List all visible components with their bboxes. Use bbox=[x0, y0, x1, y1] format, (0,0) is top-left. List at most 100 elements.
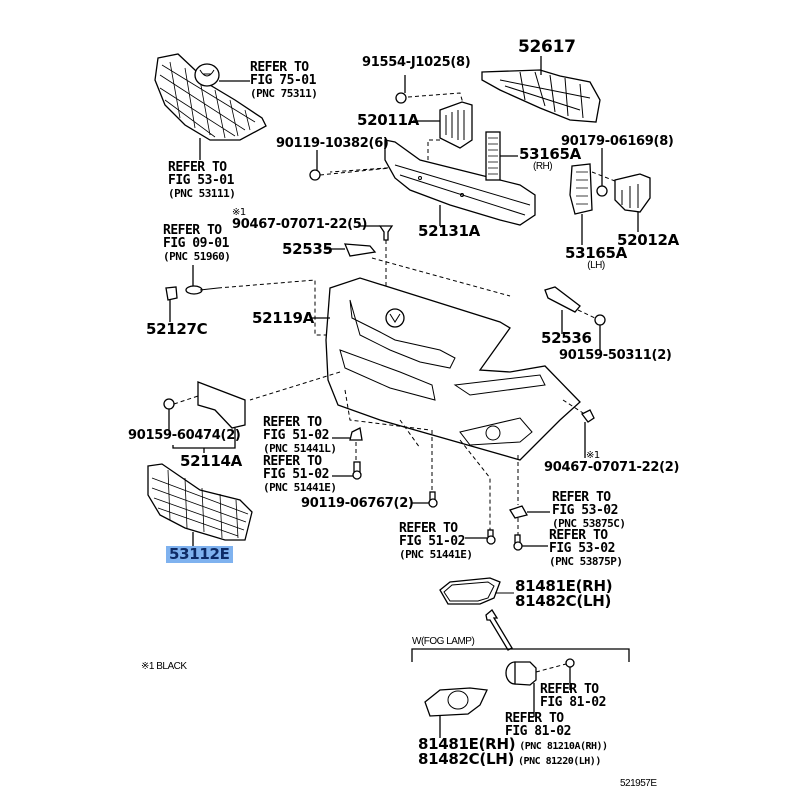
bolt-51441e-b-drawing bbox=[465, 529, 496, 545]
bracket-52011a-drawing bbox=[329, 75, 473, 173]
ref-line-1: REFER TO bbox=[263, 415, 322, 430]
upper-grille-reference: REFER TO FIG 53-01 (PNC 53111) bbox=[168, 160, 236, 200]
ref-line-2: FIG 81-02 bbox=[505, 724, 571, 739]
part-number: 90467-07071-22(5) bbox=[232, 217, 368, 232]
upper-grille-drawing bbox=[154, 53, 267, 160]
clip-53875c-reference: REFER TO FIG 53-02 (PNC 53875C) bbox=[552, 490, 626, 530]
ref-pnc: (PNC 53875P) bbox=[549, 555, 623, 568]
clip-90467-2-drawing bbox=[562, 399, 595, 458]
retainer-52535-drawing bbox=[324, 243, 511, 297]
part-label-52012a[interactable]: 52012A bbox=[617, 231, 679, 249]
part-number-rh: 81481E(RH) bbox=[515, 577, 613, 595]
ref-line-1: REFER TO bbox=[540, 682, 599, 697]
fog-bulb-reference: REFER TO FIG 81-02 bbox=[540, 683, 606, 709]
ref-pnc: (PNC 53875C) bbox=[552, 517, 626, 530]
part-label-90467-5[interactable]: ※1 90467-07071-22(5) bbox=[232, 207, 368, 232]
bolt-51441e-b-reference: REFER TO FIG 51-02 (PNC 51441E) bbox=[399, 521, 473, 561]
part-number: 53165A bbox=[519, 145, 581, 163]
ref-line-1: REFER TO bbox=[163, 223, 222, 238]
part-number-lh: 81482C(LH) bbox=[515, 592, 612, 610]
bracket-52536-drawing bbox=[544, 286, 606, 352]
emblem-reference: REFER TO FIG 75-01 (PNC 75311) bbox=[250, 60, 318, 100]
ref-line-1: REFER TO bbox=[399, 521, 458, 536]
part-label-90119-06767[interactable]: 90119-06767(2) bbox=[301, 496, 414, 511]
ref-pnc: (PNC 75311) bbox=[250, 87, 318, 100]
bolt-90119-06767-drawing bbox=[412, 491, 438, 508]
ref-pnc: (PNC 51441E) bbox=[399, 548, 473, 561]
bracket-52012a-drawing bbox=[614, 173, 651, 232]
fog-cover-lower-drawing bbox=[424, 687, 488, 738]
part-number-rh: 81481E(RH) bbox=[418, 735, 516, 753]
ref-line-1: REFER TO bbox=[168, 160, 227, 175]
ref-line-2: FIG 53-02 bbox=[549, 541, 615, 556]
part-label-91554-j1025[interactable]: 91554-J1025(8) bbox=[362, 55, 471, 70]
clip-51441l-reference: REFER TO FIG 51-02 (PNC 51441L) bbox=[263, 415, 337, 455]
ref-line-2: FIG 75-01 bbox=[250, 73, 316, 88]
bolt-53875p-drawing bbox=[513, 534, 548, 551]
part-label-52535[interactable]: 52535 bbox=[282, 240, 333, 258]
part-number: 53165A bbox=[565, 244, 627, 262]
bolt-51441e-reference: REFER TO FIG 51-02 (PNC 51441E) bbox=[263, 454, 337, 494]
wire-52127c-drawing bbox=[165, 265, 335, 336]
part-label-52617[interactable]: 52617 bbox=[518, 37, 576, 57]
fog-lamp-group-label: W(FOG LAMP) bbox=[412, 636, 475, 647]
ref-line-1: REFER TO bbox=[263, 454, 322, 469]
bolt-51441e-a-drawing bbox=[332, 461, 362, 480]
ref-pnc: (PNC 51960) bbox=[163, 250, 231, 263]
part-label-90179-06169[interactable]: 90179-06169(8) bbox=[561, 134, 674, 149]
part-label-52119a[interactable]: 52119A bbox=[252, 309, 314, 327]
fog-cover-upper-drawing bbox=[439, 577, 514, 651]
note-mark: ※1 bbox=[232, 207, 246, 218]
part-label-53165a-lh[interactable]: 53165A (LH) bbox=[565, 246, 627, 271]
ref-line-2: FIG 51-02 bbox=[399, 534, 465, 549]
bracket-53165a-rh-drawing bbox=[485, 131, 518, 181]
fog-lamp-drawing bbox=[505, 658, 575, 717]
figure-code: 521957E bbox=[620, 778, 657, 789]
part-label-90159-50311[interactable]: 90159-50311(2) bbox=[559, 348, 672, 363]
part-label-53165a-rh[interactable]: 53165A (RH) bbox=[519, 147, 581, 172]
part-label-52131a[interactable]: 52131A bbox=[418, 222, 480, 240]
ref-line-1: REFER TO bbox=[549, 528, 608, 543]
ref-line-1: REFER TO bbox=[552, 490, 611, 505]
part-label-90119-10382[interactable]: 90119-10382(6) bbox=[276, 136, 389, 151]
part-label-fog-cover-upper[interactable]: 81481E(RH) 81482C(LH) bbox=[515, 577, 613, 610]
part-label-52536[interactable]: 52536 bbox=[541, 329, 592, 347]
part-label-52011a[interactable]: 52011A bbox=[357, 111, 419, 129]
reinforcement-52131a-drawing bbox=[309, 139, 536, 226]
ref-line-1: REFER TO bbox=[505, 711, 564, 726]
lower-grille-53112e-drawing bbox=[147, 463, 253, 547]
ref-pnc: (PNC 51441L) bbox=[263, 442, 337, 455]
ref-line-2: FIG 81-02 bbox=[540, 695, 606, 710]
clip-90467-5-drawing bbox=[360, 225, 394, 290]
bracket-53165a-lh-drawing bbox=[569, 163, 593, 245]
bolt-90179-drawing bbox=[591, 148, 621, 197]
part-label-90159-60474[interactable]: 90159-60474(2) bbox=[128, 428, 241, 443]
emblem-drawing bbox=[194, 63, 250, 87]
clip-53875c-drawing bbox=[509, 505, 550, 535]
ref-line-2: FIG 51-02 bbox=[263, 428, 329, 443]
wiring-reference: REFER TO FIG 09-01 (PNC 51960) bbox=[163, 223, 231, 263]
ref-line-2: FIG 53-02 bbox=[552, 503, 618, 518]
part-label-52127c[interactable]: 52127C bbox=[146, 320, 208, 338]
color-note: ※1 BLACK bbox=[141, 661, 187, 672]
ref-line-2: FIG 09-01 bbox=[163, 236, 229, 251]
ref-line-1: REFER TO bbox=[250, 60, 309, 75]
ref-line-2: FIG 53-01 bbox=[168, 173, 234, 188]
absorber-52617-drawing bbox=[481, 56, 601, 123]
pnc-lh: (PNC 81220(LH)) bbox=[518, 756, 601, 767]
side-label: (LH) bbox=[587, 260, 605, 271]
bracket-52114a-drawing bbox=[163, 381, 246, 453]
bumper-cover-52119a-drawing bbox=[249, 277, 581, 530]
part-label-90467-2[interactable]: ※1 90467-07071-22(2) bbox=[544, 451, 680, 475]
ref-pnc: (PNC 51441E) bbox=[263, 481, 337, 494]
clip-51441l-drawing bbox=[332, 427, 363, 462]
part-label-fog-cover-lower[interactable]: 81481E(RH) (PNC 81210A(RH)) 81482C(LH) (… bbox=[418, 737, 608, 767]
fog-lamp-reference: REFER TO FIG 81-02 bbox=[505, 712, 571, 738]
ref-pnc: (PNC 53111) bbox=[168, 187, 236, 200]
part-number: 90467-07071-22(2) bbox=[544, 460, 680, 475]
pnc-rh: (PNC 81210A(RH)) bbox=[519, 741, 608, 752]
part-label-52114a[interactable]: 52114A bbox=[180, 452, 242, 470]
part-label-53112e-highlighted[interactable]: 53112E bbox=[166, 546, 233, 563]
